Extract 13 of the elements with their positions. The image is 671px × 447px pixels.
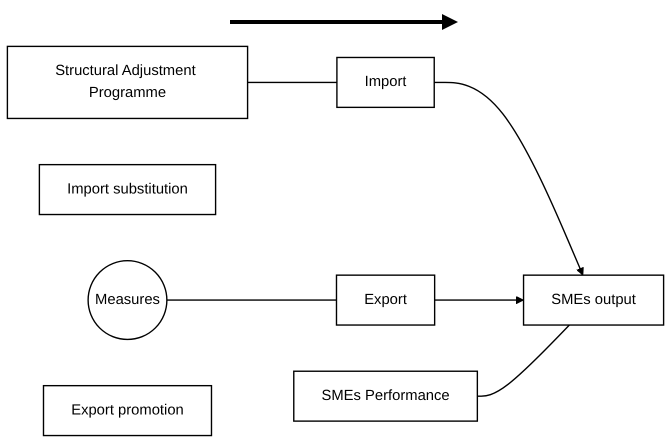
node-box: Structural Adjustment Programme: [6, 45, 248, 119]
node-box: Import: [336, 56, 435, 108]
arrow: [434, 81, 584, 276]
connector: [477, 324, 570, 396]
node-circle: Measures: [87, 260, 168, 340]
node-box: SMEs output: [522, 274, 664, 326]
arrow: [434, 296, 524, 304]
node-box: SMEs Performance: [293, 370, 478, 422]
node-box: Export promotion: [42, 384, 212, 436]
connector: [248, 81, 337, 83]
node-box: Export: [336, 274, 436, 326]
connector: [166, 298, 336, 300]
node-box: Import substitution: [38, 163, 216, 215]
